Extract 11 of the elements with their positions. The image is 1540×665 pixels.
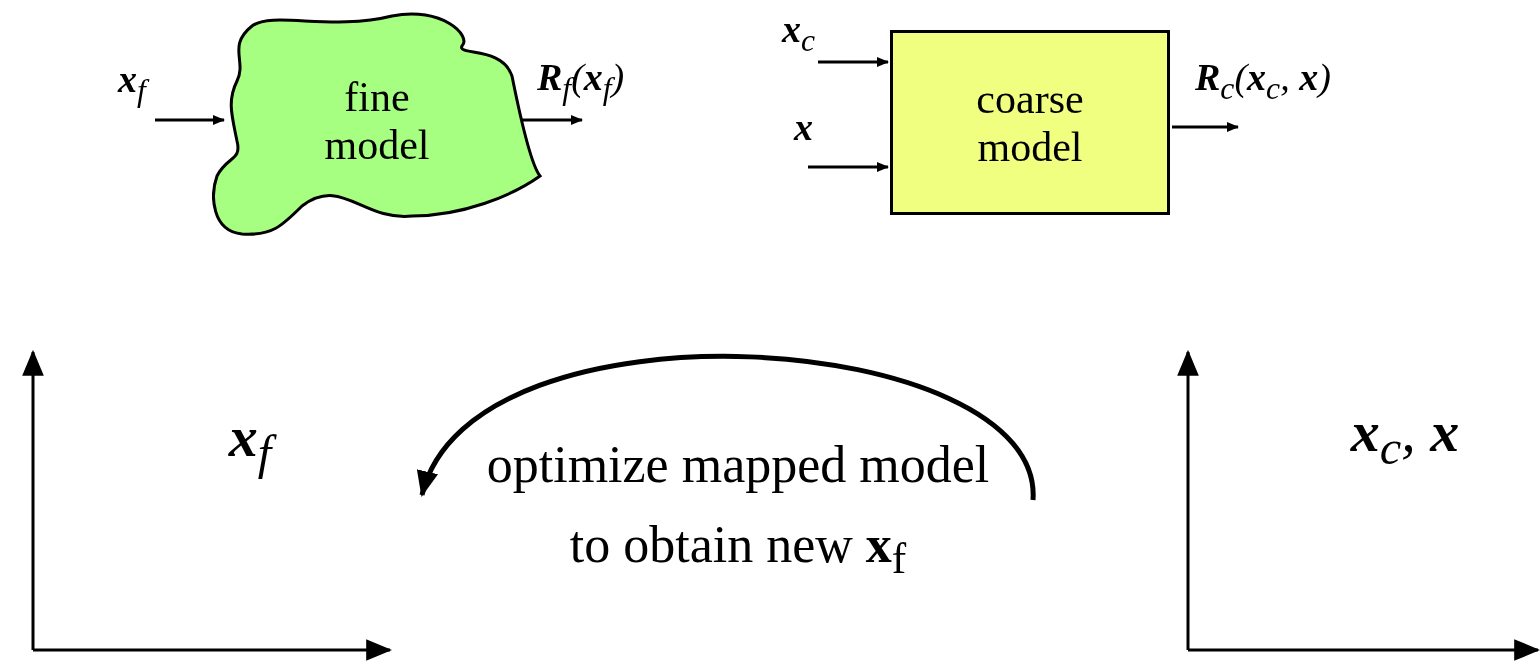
arrow	[818, 57, 889, 67]
arrow	[522, 115, 583, 125]
node-label: coarse model	[975, 74, 1085, 171]
arrow	[808, 162, 889, 172]
process-box	[890, 30, 1170, 215]
arrow	[1172, 122, 1239, 132]
annotation-text: optimize mapped model to obtain new x$_{f}$	[485, 435, 991, 585]
node-label: fine model	[323, 73, 431, 169]
math-symbol: x$_{f}$	[215, 413, 285, 477]
arrow	[155, 115, 225, 125]
math-symbol: x$_{c}$, x	[1349, 408, 1461, 472]
